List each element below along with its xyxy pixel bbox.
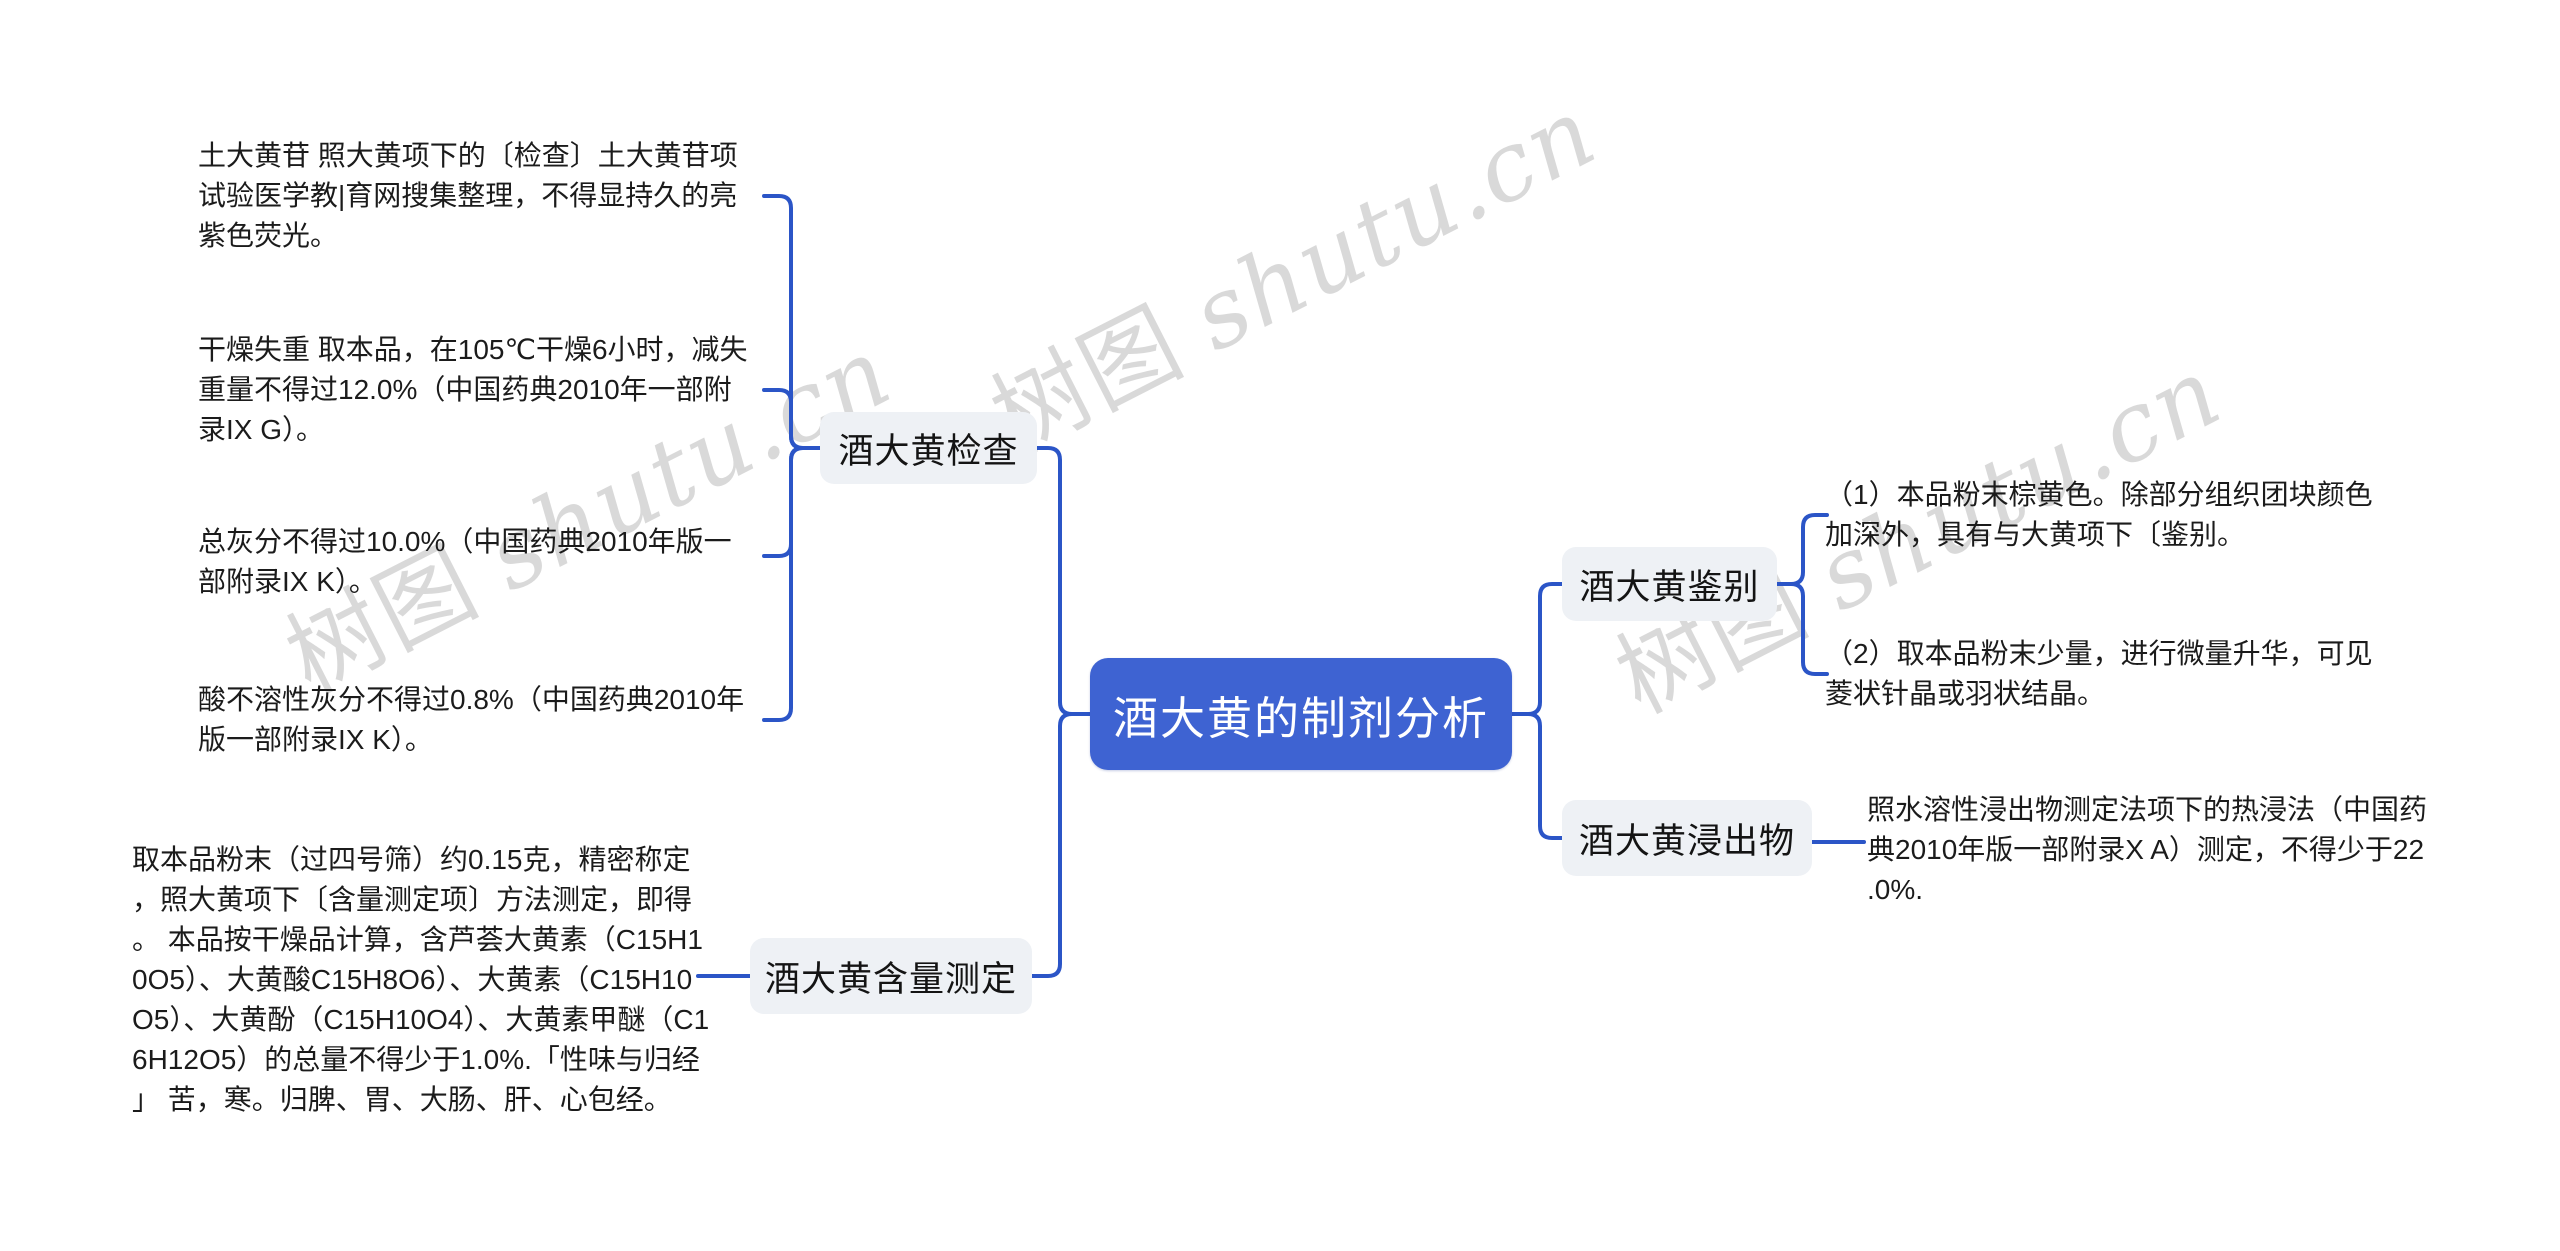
- connector-check-t3: [762, 446, 822, 558]
- connector-check-t4: [762, 446, 822, 722]
- topic-extract-detail[interactable]: 照水溶性浸出物测定法项下的热浸法（中国药典2010年版一部附录X A）测定，不得…: [1867, 794, 2428, 905]
- topic-identify-detail-1[interactable]: （1）本品粉末棕黄色。除部分组织团块颜色加深外，具有与大黄项下〔鉴别。: [1825, 479, 2373, 550]
- topic-check-detail-4[interactable]: 酸不溶性灰分不得过0.8%（中国药典2010年版一部附录IX K）。: [198, 684, 745, 755]
- node-identify[interactable]: 酒大黄鉴别: [1562, 547, 1777, 621]
- topic-check-detail-3[interactable]: 总灰分不得过10.0%（中国药典2010年版一部附录IX K）。: [198, 526, 732, 597]
- topic-check-detail-1[interactable]: 土大黄苷 照大黄项下的〔检查〕土大黄苷项试验医学教|育网搜集整理，不得显持久的亮…: [198, 140, 738, 251]
- topic-identify-detail-2[interactable]: （2）取本品粉末少量，进行微量升华，可见菱状针晶或羽状结晶。: [1825, 638, 2373, 709]
- watermark: 树图 shutu.cn: [975, 75, 1614, 474]
- topic-check-detail-2[interactable]: 干燥失重 取本品，在105℃干燥6小时，减失重量不得过12.0%（中国药典201…: [198, 334, 748, 445]
- topic-assay-detail[interactable]: 取本品粉末（过四号筛）约0.15克，精密称定，照大黄项下〔含量测定项〕方法测定，…: [132, 844, 710, 1115]
- connector-check-t2: [762, 388, 822, 450]
- connector-root-assay: [1030, 712, 1092, 978]
- node-root[interactable]: 酒大黄的制剂分析: [1090, 658, 1512, 770]
- connector-check-t1: [762, 194, 822, 450]
- connector-identify-r2: [1775, 582, 1829, 676]
- connector-root-identify: [1510, 582, 1564, 716]
- connector-identify-r1: [1775, 513, 1829, 586]
- connector-root-check: [1035, 446, 1092, 716]
- node-check[interactable]: 酒大黄检查: [820, 412, 1037, 484]
- connector-root-extract: [1510, 712, 1564, 840]
- node-extract[interactable]: 酒大黄浸出物: [1562, 800, 1812, 876]
- node-assay[interactable]: 酒大黄含量测定: [750, 938, 1032, 1014]
